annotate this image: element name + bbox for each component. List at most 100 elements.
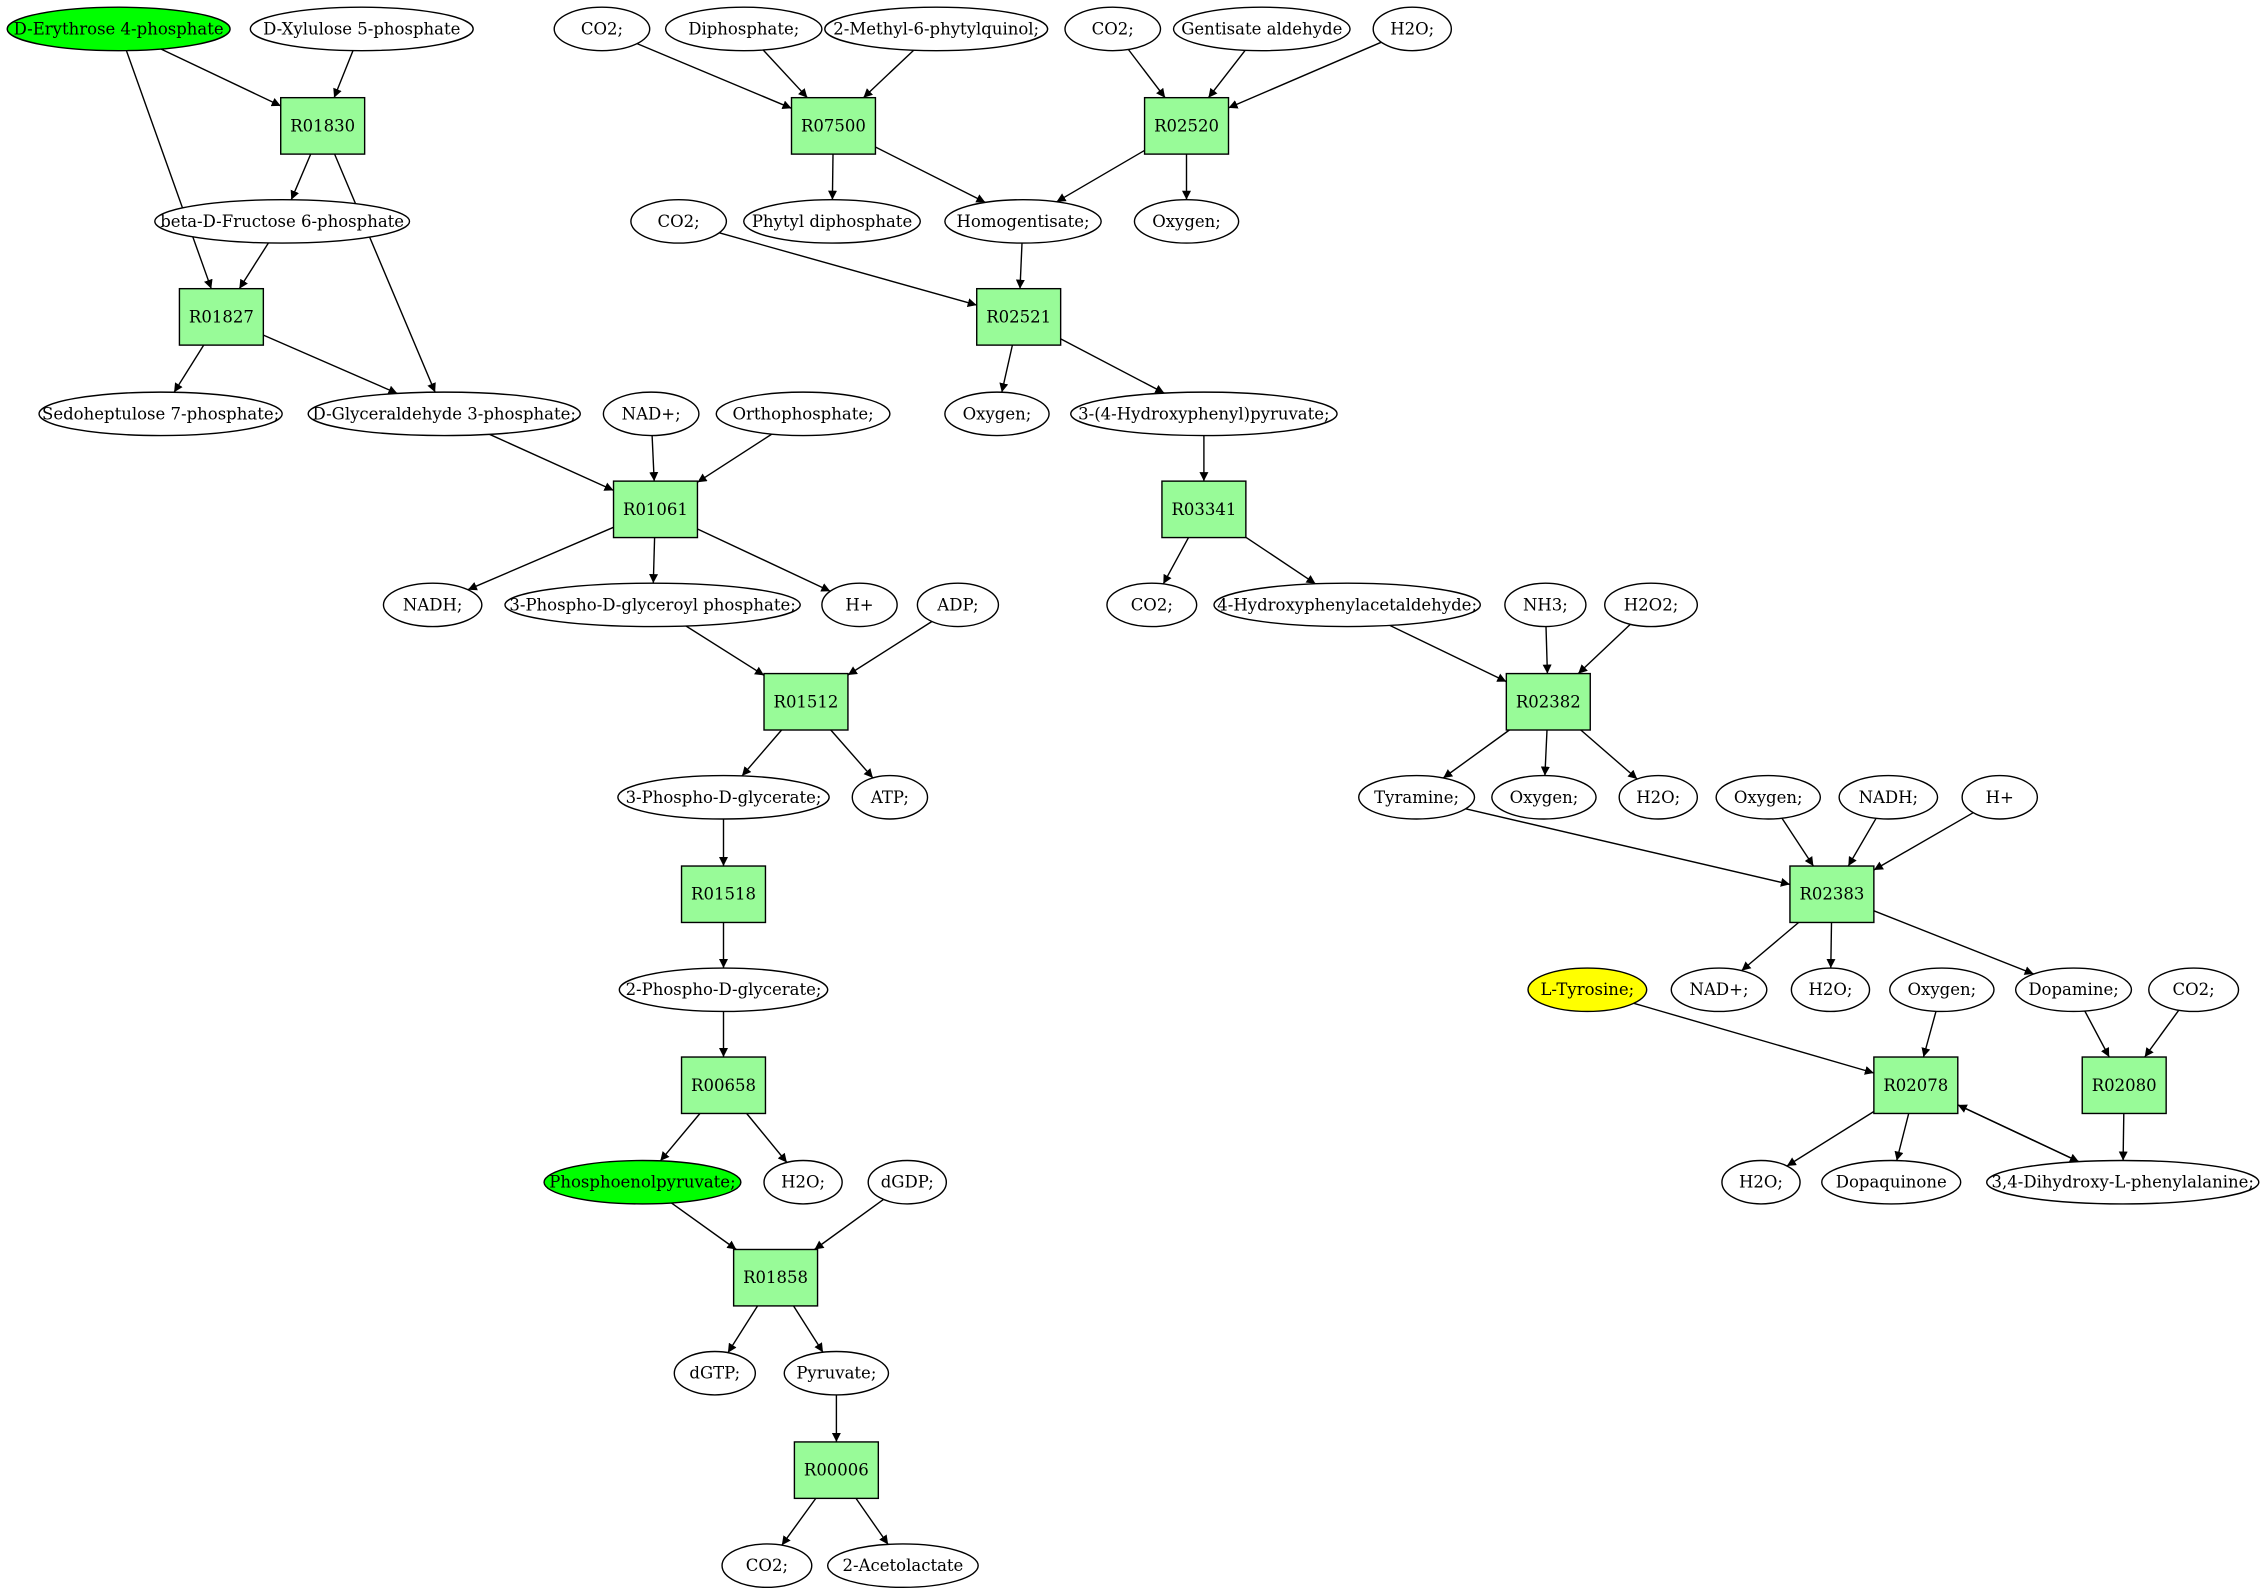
reaction-label: R02078 <box>1883 1076 1948 1095</box>
molecule-ellipse <box>1106 582 1198 628</box>
molecule-node-oxygen_a[interactable]: Oxygen; <box>1133 198 1240 244</box>
reaction-box <box>680 1056 767 1115</box>
molecule-node-phosphoglyceroyl[interactable]: 3-Phospho-D-glyceroyl phosphate; <box>504 582 801 628</box>
edge-m_tyramine-to-r02383 <box>1465 808 1791 887</box>
molecule-node-hplus_a[interactable]: H+ <box>821 582 898 628</box>
molecule-node-erythrose[interactable]: D-Erythrose 4-phosphate <box>6 6 231 52</box>
molecule-label: Oxygen; <box>1510 788 1579 807</box>
molecule-ellipse <box>821 582 898 628</box>
molecule-ellipse <box>1790 967 1871 1013</box>
molecule-label: NH3; <box>1523 595 1568 614</box>
edge-m_orthophosphate-to-r01061 <box>697 433 773 483</box>
reaction-node-r01061[interactable]: R01061 <box>612 480 699 539</box>
molecule-node-sedoheptulose[interactable]: Sedoheptulose 7-phosphate; <box>38 391 283 437</box>
molecule-node-diphosphate[interactable]: Diphosphate; <box>664 6 823 52</box>
molecule-node-gentisate[interactable]: Gentisate aldehyde <box>1172 6 1351 52</box>
molecule-ellipse <box>1504 582 1587 628</box>
molecule-node-tyrosine[interactable]: L-Tyrosine; <box>1527 967 1648 1013</box>
molecule-node-glyceraldehyde[interactable]: D-Glyceraldehyde 3-phosphate; <box>307 391 581 437</box>
molecule-node-hydroxyphenylpyruvate[interactable]: 3-(4-Hydroxyphenyl)pyruvate; <box>1070 391 1338 437</box>
reaction-box <box>1143 96 1230 155</box>
reaction-box <box>612 480 699 539</box>
molecule-node-hplus_b[interactable]: H+ <box>1961 774 2039 820</box>
molecule-node-adp[interactable]: ADP; <box>916 582 1000 628</box>
edge-r02080-to-m_dopa <box>2118 1113 2128 1161</box>
molecule-node-pyruvate[interactable]: Pyruvate; <box>783 1350 890 1396</box>
molecule-ellipse <box>1172 6 1351 52</box>
molecule-node-h2o_a[interactable]: H2O; <box>1372 6 1453 52</box>
molecule-node-fructose[interactable]: beta-D-Fructose 6-phosphate <box>154 198 411 244</box>
molecule-node-co2_d[interactable]: CO2; <box>1106 582 1198 628</box>
molecule-node-dgtp[interactable]: dGTP; <box>673 1350 757 1396</box>
molecule-node-dopamine[interactable]: Dopamine; <box>2014 967 2133 1013</box>
molecule-node-phytyl[interactable]: Phytyl diphosphate <box>743 198 921 244</box>
molecule-node-dopa[interactable]: 3,4-Dihydroxy-L-phenylalanine; <box>1986 1159 2260 1205</box>
molecule-ellipse <box>617 774 830 820</box>
molecule-node-3pg[interactable]: 3-Phospho-D-glycerate; <box>617 774 830 820</box>
reaction-node-r02521[interactable]: R02521 <box>976 287 1062 346</box>
reaction-label: R01830 <box>290 116 355 135</box>
molecule-ellipse <box>382 582 483 628</box>
molecule-node-orthophosphate[interactable]: Orthophosphate; <box>715 391 891 437</box>
reaction-node-r00658[interactable]: R00658 <box>680 1056 767 1115</box>
molecule-node-nh3[interactable]: NH3; <box>1504 582 1587 628</box>
molecule-label: NAD+; <box>1690 980 1749 999</box>
molecule-node-dopaquinone[interactable]: Dopaquinone <box>1821 1159 1962 1205</box>
molecule-node-nad_a[interactable]: NAD+; <box>602 391 700 437</box>
molecule-node-oxygen_d[interactable]: Oxygen; <box>1715 774 1822 820</box>
reaction-node-r00006[interactable]: R00006 <box>793 1441 880 1500</box>
edge-r03341-to-m_co2_d <box>1162 537 1190 585</box>
edge-m_nh3-to-r02382 <box>1542 626 1552 674</box>
molecule-node-co2_a[interactable]: CO2; <box>553 6 651 52</box>
molecule-node-oxygen_e[interactable]: Oxygen; <box>1889 967 1995 1013</box>
molecule-node-tyramine[interactable]: Tyramine; <box>1358 774 1476 820</box>
reaction-label: R01827 <box>189 307 254 326</box>
reaction-label: R02080 <box>2092 1076 2157 1095</box>
molecule-node-oxygen_b[interactable]: Oxygen; <box>944 391 1050 437</box>
reaction-node-r02383[interactable]: R02383 <box>1789 865 1875 924</box>
molecule-node-co2_c[interactable]: CO2; <box>630 198 728 244</box>
molecule-node-h2o_b[interactable]: H2O; <box>1618 774 1699 820</box>
edge-m_hpacetaldehyde-to-r02382 <box>1389 624 1507 683</box>
reaction-node-r07500[interactable]: R07500 <box>790 96 877 155</box>
reaction-node-r01830[interactable]: R01830 <box>280 96 366 155</box>
reaction-node-r02520[interactable]: R02520 <box>1143 96 1230 155</box>
reaction-node-r02382[interactable]: R02382 <box>1505 672 1591 731</box>
reaction-node-r01858[interactable]: R01858 <box>732 1248 819 1307</box>
molecule-node-h2o_d[interactable]: H2O; <box>763 1159 843 1205</box>
reaction-node-r02080[interactable]: R02080 <box>2081 1056 2167 1115</box>
molecule-node-hpacetaldehyde[interactable]: 4-Hydroxyphenylacetaldehyde; <box>1213 582 1481 628</box>
molecule-node-2pg[interactable]: 2-Phospho-D-glycerate; <box>618 967 829 1013</box>
reaction-node-r01827[interactable]: R01827 <box>178 287 265 346</box>
molecule-ellipse <box>783 1350 890 1396</box>
molecule-node-h2o_e[interactable]: H2O; <box>1721 1159 1801 1205</box>
reaction-label: R03341 <box>1171 500 1236 519</box>
molecule-node-atp[interactable]: ATP; <box>851 774 929 820</box>
molecule-node-oxygen_c[interactable]: Oxygen; <box>1491 774 1597 820</box>
reaction-node-r02078[interactable]: R02078 <box>1873 1056 1959 1115</box>
molecule-node-h2o2[interactable]: H2O2; <box>1604 582 1699 628</box>
molecule-node-nadh_a[interactable]: NADH; <box>382 582 483 628</box>
molecule-label: D-Erythrose 4-phosphate <box>14 19 224 38</box>
molecule-node-nad_b[interactable]: NAD+; <box>1670 967 1768 1013</box>
molecule-node-dgdp[interactable]: dGDP; <box>867 1159 948 1205</box>
molecule-node-h2o_c[interactable]: H2O; <box>1790 967 1871 1013</box>
molecule-node-xylulose[interactable]: D-Xylulose 5-phosphate <box>249 6 474 52</box>
reaction-node-r03341[interactable]: R03341 <box>1161 480 1247 539</box>
molecule-node-co2_f[interactable]: CO2; <box>721 1543 813 1589</box>
edge-m_nadh_b-to-r02383 <box>1847 817 1877 867</box>
edge-m_dopamine-to-r02080 <box>2084 1010 2110 1058</box>
molecule-node-acetolactate[interactable]: 2-Acetolactate <box>826 1543 979 1589</box>
reaction-node-r01518[interactable]: R01518 <box>680 865 767 924</box>
molecule-ellipse <box>715 391 891 437</box>
molecule-node-co2_b[interactable]: CO2; <box>1064 6 1162 52</box>
edge-r01512-to-m_3pg <box>741 729 783 777</box>
molecule-node-nadh_b[interactable]: NADH; <box>1838 774 1939 820</box>
molecule-node-methylphytyl[interactable]: 2-Methyl-6-phytylquinol; <box>824 6 1049 52</box>
molecule-node-pep[interactable]: Phosphoenolpyruvate; <box>543 1159 742 1205</box>
reaction-box <box>280 96 366 155</box>
molecule-label: H+ <box>845 595 873 614</box>
molecule-node-co2_e[interactable]: CO2; <box>2148 967 2240 1013</box>
molecule-node-homogentisate[interactable]: Homogentisate; <box>944 198 1102 244</box>
reaction-node-r01512[interactable]: R01512 <box>763 672 849 731</box>
